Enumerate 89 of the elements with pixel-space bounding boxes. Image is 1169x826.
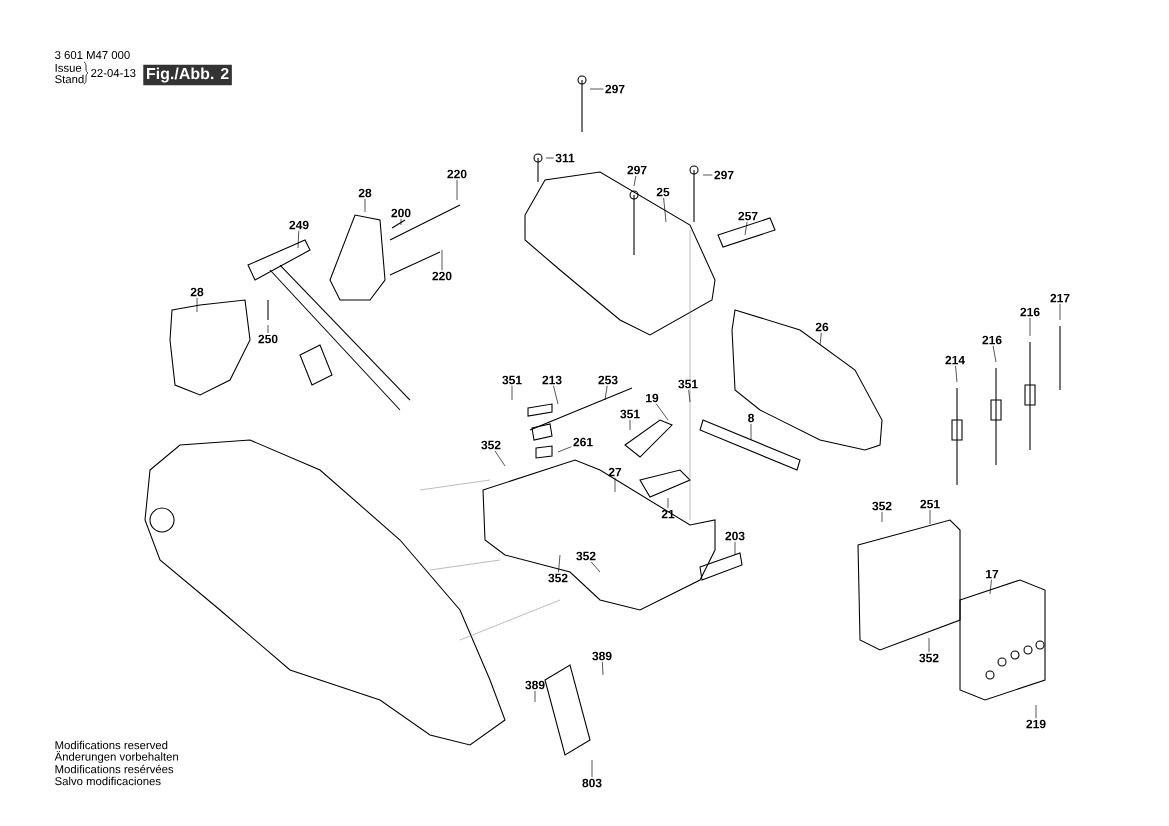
label-text: Modifications resérvées xyxy=(55,764,174,774)
leader-line xyxy=(663,197,667,223)
callout-number: 216 xyxy=(1020,307,1040,317)
leader-line xyxy=(590,561,601,573)
callout-number: 251 xyxy=(920,499,940,509)
label-text: 3 601 M47 000 xyxy=(55,51,130,59)
callout-number: 253 xyxy=(598,375,618,385)
callout-number: 217 xyxy=(1050,293,1070,303)
leader-line xyxy=(1029,317,1031,337)
leader-line xyxy=(534,690,536,703)
callout-number: 261 xyxy=(573,437,593,447)
callout-number: 352 xyxy=(481,440,501,450)
leader-line xyxy=(633,175,637,187)
leader-line xyxy=(819,332,822,346)
callout-number: 27 xyxy=(608,467,622,477)
callout-number: 311 xyxy=(555,153,575,163)
callout-number: 352 xyxy=(919,653,939,663)
callout-number: 249 xyxy=(289,220,309,230)
leader-line xyxy=(955,365,958,383)
leader-line xyxy=(929,509,931,525)
callout-number: 25 xyxy=(656,187,670,197)
callout-number: 216 xyxy=(982,335,1002,345)
callout-number: 297 xyxy=(605,84,625,94)
leader-line xyxy=(1059,303,1061,321)
leader-line xyxy=(629,419,631,431)
callout-number: 297 xyxy=(714,170,734,180)
leader-line xyxy=(557,446,572,453)
leader-line xyxy=(992,345,997,363)
callout-number: 200 xyxy=(391,208,411,218)
leader-line xyxy=(744,221,748,236)
leader-line xyxy=(604,385,608,401)
leader-line xyxy=(881,511,883,523)
leader-line xyxy=(589,88,604,90)
label-text: Issue xyxy=(55,64,82,72)
callout-number: 26 xyxy=(815,322,829,332)
leader-line xyxy=(989,579,992,595)
leader-line xyxy=(655,403,669,421)
leader-line xyxy=(750,423,752,441)
leader-line xyxy=(494,450,506,467)
leader-line xyxy=(196,297,198,313)
callout-number: 203 xyxy=(725,531,745,541)
leader-line xyxy=(267,324,269,334)
leader-line xyxy=(364,198,366,213)
leader-line xyxy=(591,759,593,778)
leader-line xyxy=(667,497,669,509)
leader-line xyxy=(297,230,300,249)
callout-number: 352 xyxy=(872,501,892,511)
callout-number: 257 xyxy=(738,211,758,221)
leader-line xyxy=(400,218,402,226)
callout-number: 214 xyxy=(945,355,965,365)
label-text: Änderungen vorbehalten xyxy=(54,751,178,763)
label-text: Modifications reserved xyxy=(55,740,168,750)
callout-number: 352 xyxy=(548,573,568,583)
callout-number: 351 xyxy=(620,409,640,419)
leader-line xyxy=(688,389,691,403)
callout-number: 21 xyxy=(661,509,675,519)
callout-number: 389 xyxy=(525,680,545,690)
callout-number: 250 xyxy=(258,334,278,344)
leader-line xyxy=(702,174,713,176)
leader-line xyxy=(456,179,458,201)
leader-line xyxy=(602,661,604,676)
callout-number: 213 xyxy=(542,375,562,385)
leader-line xyxy=(441,249,443,271)
callout-number: 17 xyxy=(986,569,999,579)
callout-number: 219 xyxy=(1026,719,1046,729)
leader-line xyxy=(928,637,930,653)
callout-number: 19 xyxy=(646,393,659,403)
callout-number: 351 xyxy=(502,375,522,385)
callout-number: 220 xyxy=(447,169,467,179)
callout-number: 28 xyxy=(358,188,372,198)
leader-line xyxy=(734,541,736,556)
callout-number: 352 xyxy=(576,551,596,561)
callout-number: 389 xyxy=(592,651,612,661)
leader-line xyxy=(614,477,616,493)
callout-number: 220 xyxy=(432,271,452,281)
callout-number: 28 xyxy=(190,287,204,297)
label-text: 22-04-13 xyxy=(91,69,136,77)
callout-number: 297 xyxy=(627,165,647,175)
label-text: Stand xyxy=(55,74,84,84)
figure-badge: Fig./Abb. 2 xyxy=(143,64,232,86)
leader-line xyxy=(545,157,555,159)
label-text: Salvo modificaciones xyxy=(55,776,161,786)
leader-line xyxy=(1035,704,1037,719)
leader-line xyxy=(511,385,513,401)
callout-number: 8 xyxy=(748,413,754,423)
callout-number: 803 xyxy=(582,778,602,788)
callout-number: 351 xyxy=(678,379,698,389)
leader-line xyxy=(558,554,561,573)
leader-line xyxy=(553,385,559,405)
